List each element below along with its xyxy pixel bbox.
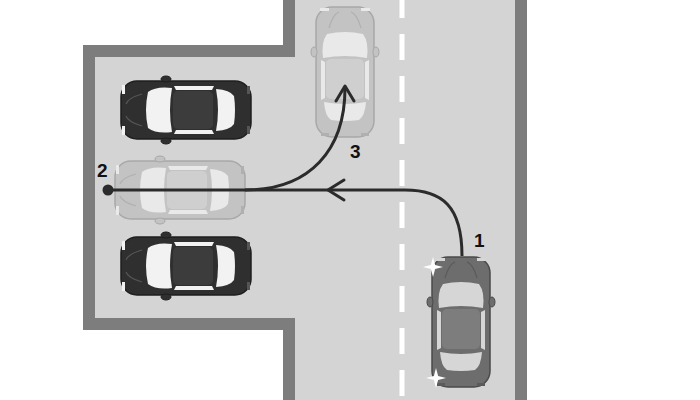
indicator-star [423, 257, 443, 277]
stop-point [103, 185, 114, 196]
callout-number: 3 [350, 142, 361, 161]
car [121, 232, 251, 300]
lane-dashes [400, 0, 405, 400]
lot-ground [89, 0, 521, 400]
car [121, 76, 251, 144]
callout-number: 1 [474, 231, 485, 250]
route-arrow [336, 86, 354, 101]
route-line [108, 190, 462, 256]
light-stars [423, 257, 446, 388]
indicator-star [426, 368, 446, 388]
route-line [245, 88, 345, 190]
car [311, 7, 379, 137]
car [427, 257, 495, 387]
route-arrow [328, 180, 344, 200]
callout-number: 2 [97, 161, 108, 180]
